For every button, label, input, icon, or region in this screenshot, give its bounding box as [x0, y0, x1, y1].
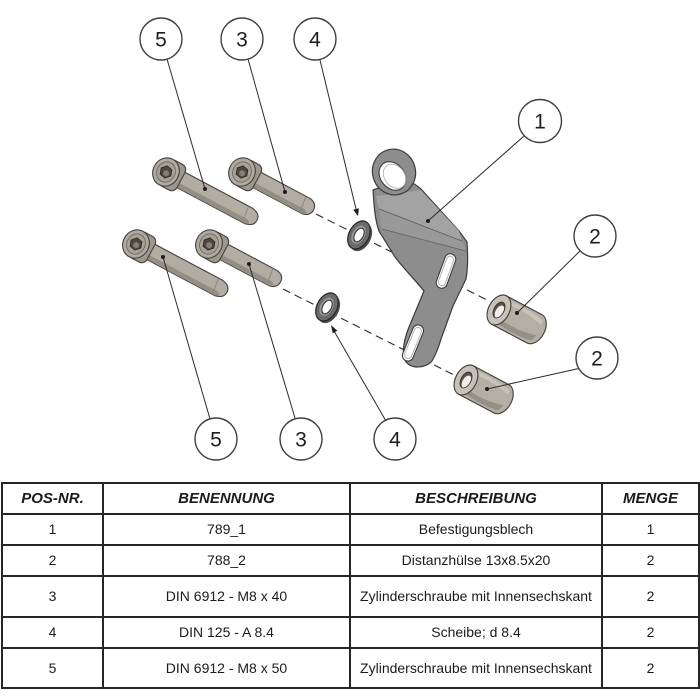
- table-row: 5 DIN 6912 - M8 x 50 Zylinderschraube mi…: [1, 647, 700, 689]
- cell-pos: 3: [1, 575, 104, 618]
- table-row: 4 DIN 125 - A 8.4 Scheibe; d 8.4 2: [1, 616, 700, 649]
- cell-benennung: DIN 6912 - M8 x 40: [102, 575, 351, 618]
- cell-pos: 2: [1, 544, 104, 577]
- bom-header-pos-nr: POS-NR.: [1, 482, 104, 515]
- bracket-eyelet-hole: [378, 161, 407, 191]
- balloon-3-bottom: 3: [279, 417, 323, 461]
- cell-beschreibung: Distanzhülse 13x8.5x20: [349, 544, 603, 577]
- leader-balloon-4-bottom: [333, 330, 387, 422]
- cell-beschreibung: Scheibe; d 8.4: [349, 616, 603, 649]
- leader-balloon-3-top: [247, 58, 286, 193]
- leader-lines: [161, 58, 582, 422]
- bom-header-menge: MENGE: [601, 482, 700, 515]
- leader-balloon-2-lower: [486, 367, 582, 390]
- cell-beschreibung: Befestigungsblech: [349, 513, 603, 546]
- spacer-lower: [448, 360, 519, 419]
- cell-menge: 2: [601, 616, 700, 649]
- svg-text:4: 4: [309, 29, 321, 52]
- leader-balloon-5-top: [166, 58, 206, 190]
- cell-menge: 2: [601, 647, 700, 689]
- balloon-5-top: 5: [139, 17, 183, 61]
- bom-header-benennung: BENENNUNG: [102, 482, 351, 515]
- cell-pos: 1: [1, 513, 104, 546]
- cell-benennung: DIN 125 - A 8.4: [102, 616, 351, 649]
- cell-pos: 5: [1, 647, 104, 689]
- svg-text:2: 2: [589, 226, 601, 249]
- mounting-bracket: [371, 148, 469, 368]
- balloon-1: 1: [517, 98, 563, 144]
- cell-pos: 4: [1, 616, 104, 649]
- cell-beschreibung: Zylinderschraube mit Innensechskant: [349, 647, 603, 689]
- cell-benennung: DIN 6912 - M8 x 50: [102, 647, 351, 689]
- bom-table: POS-NR. BENENNUNG BESCHREIBUNG MENGE 1 7…: [1, 482, 700, 689]
- svg-text:5: 5: [155, 29, 167, 52]
- svg-text:2: 2: [591, 348, 603, 371]
- washer-lower: [310, 288, 346, 328]
- cell-menge: 1: [601, 513, 700, 546]
- cell-menge: 2: [601, 544, 700, 577]
- svg-text:3: 3: [236, 29, 248, 52]
- arrowhead-upper-washer: [353, 208, 359, 216]
- bracket-slot-upper: [435, 253, 457, 289]
- leader-balloon-3-bottom: [248, 263, 296, 419]
- cell-beschreibung: Zylinderschraube mit Innensechskant: [349, 575, 603, 618]
- table-row: 2 788_2 Distanzhülse 13x8.5x20 2: [1, 544, 700, 577]
- svg-text:3: 3: [295, 429, 307, 452]
- cell-benennung: 789_1: [102, 513, 351, 546]
- svg-text:5: 5: [210, 429, 222, 452]
- balloon-4-top: 4: [293, 17, 337, 61]
- exploded-view-drawing: 5 3 4 1 2 2 5 3 4: [117, 17, 619, 461]
- balloon-4-bottom: 4: [373, 417, 417, 461]
- balloon-5-bottom: 5: [194, 417, 238, 461]
- bracket-slot-lower: [401, 324, 425, 362]
- leader-balloon-1: [427, 135, 525, 222]
- cell-benennung: 788_2: [102, 544, 351, 577]
- balloon-2-upper: 2: [573, 214, 617, 258]
- leader-balloon-4-top: [319, 59, 357, 210]
- spacer-upper: [481, 290, 552, 349]
- svg-text:4: 4: [389, 429, 401, 452]
- leader-balloon-2-upper: [516, 250, 581, 314]
- balloon-3-top: 3: [220, 17, 264, 61]
- bom-header-beschreibung: BESCHREIBUNG: [349, 482, 603, 515]
- washer-upper: [342, 216, 378, 256]
- leader-balloon-5-bottom: [162, 256, 211, 420]
- cell-menge: 2: [601, 575, 700, 618]
- balloon-2-lower: 2: [575, 336, 619, 380]
- svg-text:1: 1: [534, 111, 546, 134]
- table-row: 1 789_1 Befestigungsblech 1: [1, 513, 700, 546]
- bom-header-row: POS-NR. BENENNUNG BESCHREIBUNG MENGE: [1, 482, 700, 515]
- table-row: 3 DIN 6912 - M8 x 40 Zylinderschraube mi…: [1, 575, 700, 618]
- arrowhead-lower-washer: [331, 325, 338, 334]
